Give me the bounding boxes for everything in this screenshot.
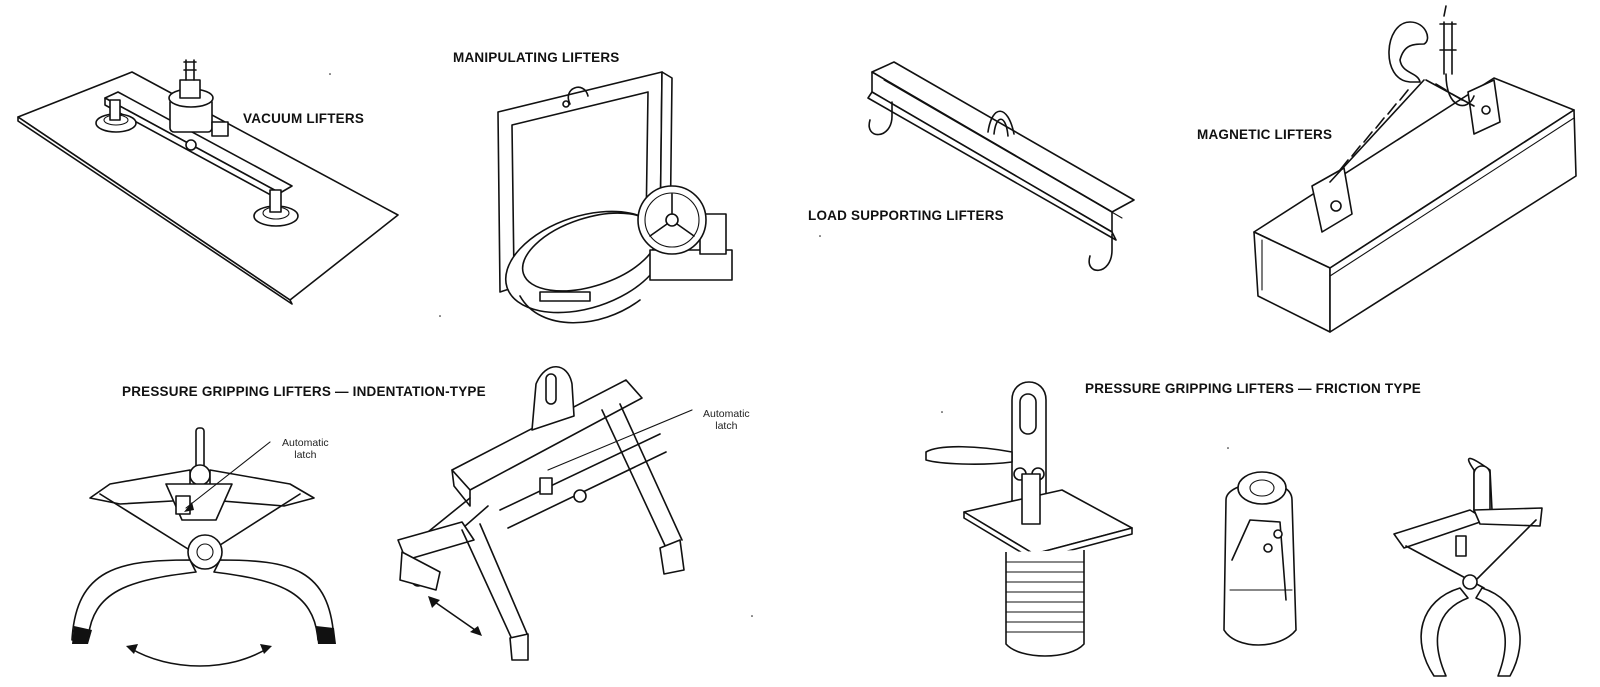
manipulating-lifter-drawing xyxy=(497,71,733,324)
annotation-line: Automatic xyxy=(282,437,329,449)
label-magnetic-lifters: MAGNETIC LIFTERS xyxy=(1197,127,1333,142)
label-friction-type: PRESSURE GRIPPING LIFTERS — FRICTION TYP… xyxy=(1085,381,1421,396)
vacuum-lifter-drawing xyxy=(17,59,399,305)
annotation-automatic-latch-1: Automatic latch xyxy=(282,437,329,461)
indentation-tong-2-drawing xyxy=(397,366,693,661)
friction-stack-clamp-drawing xyxy=(925,381,1133,657)
label-manipulating-lifters: MANIPULATING LIFTERS xyxy=(453,50,620,65)
annotation-automatic-latch-2: Automatic latch xyxy=(703,408,750,432)
label-indentation-type: PRESSURE GRIPPING LIFTERS — INDENTATION-… xyxy=(122,384,486,399)
magnetic-lifter-drawing xyxy=(1253,5,1577,333)
annotation-line: Automatic xyxy=(703,408,750,420)
label-load-supporting-lifters: LOAD SUPPORTING LIFTERS xyxy=(808,208,1004,223)
friction-plate-clamp-drawing xyxy=(1223,471,1297,646)
speckles xyxy=(329,73,1229,617)
friction-scissor-tong-drawing xyxy=(1393,457,1543,677)
label-vacuum-lifters: VACUUM LIFTERS xyxy=(243,111,365,126)
annotation-line: latch xyxy=(294,449,317,461)
load-supporting-lifter-drawing xyxy=(867,61,1135,272)
annotation-line: latch xyxy=(715,420,738,432)
indentation-tong-1-drawing xyxy=(71,427,336,667)
